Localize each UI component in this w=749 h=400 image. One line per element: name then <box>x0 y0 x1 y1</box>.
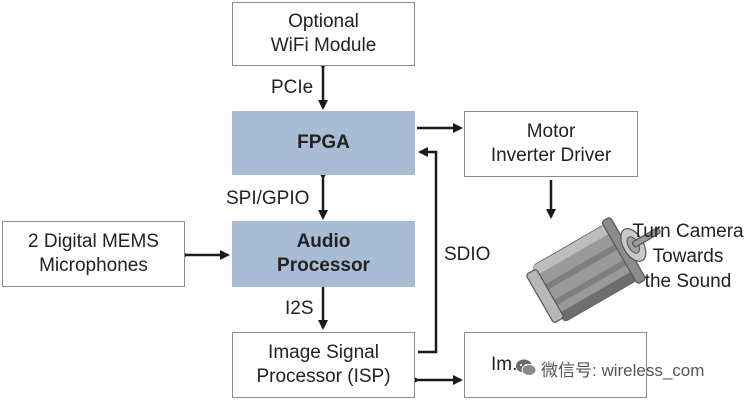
turn-camera-caption: Turn Camera Towards the Sound <box>632 221 744 292</box>
i2s-label: I2S <box>285 298 314 319</box>
audio-processor-block: Audio Processor <box>232 221 415 287</box>
isp-block: Image Signal Processor (ISP) <box>232 332 415 398</box>
wechat-icon <box>516 359 537 376</box>
wifi-module-block: Optional WiFi Module <box>232 2 415 66</box>
fpga-block: FPGA <box>232 111 415 175</box>
watermark: 微信号: wireless_com <box>515 356 704 380</box>
watermark-text: 微信号: wireless_com <box>541 360 705 380</box>
motor-icon <box>526 217 661 323</box>
sdio-label: SDIO <box>444 244 491 265</box>
spi-gpio-label: SPI/GPIO <box>226 188 310 209</box>
motor-inverter-driver-block: Motor Inverter Driver <box>464 111 638 177</box>
pcie-label: PCIe <box>271 77 314 98</box>
image-sensor-block: Im... <box>464 332 647 398</box>
sdio-link <box>418 147 438 354</box>
mems-microphones-block: 2 Digital MEMS Microphones <box>2 221 185 287</box>
